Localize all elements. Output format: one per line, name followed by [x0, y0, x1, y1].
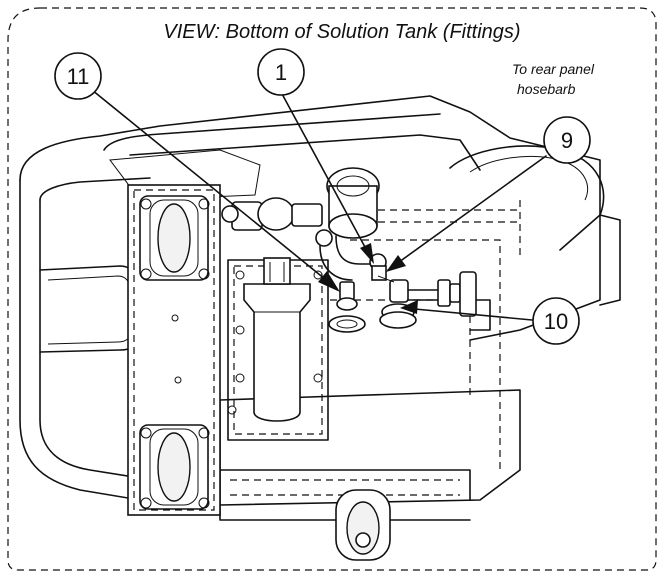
- callout-1-arrowhead: [360, 243, 374, 264]
- note-line-1: To rear panel: [512, 61, 595, 77]
- note-line-2: hosebarb: [517, 81, 576, 97]
- callout-1-number: 1: [275, 60, 287, 85]
- rear-caster: [335, 489, 391, 561]
- callout-leaders: [91, 89, 547, 321]
- callout-9-number: 9: [561, 128, 573, 153]
- callout-10-arrowhead: [400, 300, 418, 314]
- callout-10-number: 10: [544, 309, 568, 334]
- caster-plate: [127, 184, 221, 516]
- callout-9-arrowhead: [386, 255, 406, 272]
- callout-10: 10: [532, 297, 580, 345]
- tank-body: [19, 95, 621, 521]
- view-title: VIEW: Bottom of Solution Tank (Fittings): [163, 21, 520, 43]
- callout-11-arrowhead: [318, 271, 340, 292]
- tank-wall-outline: [330, 200, 521, 470]
- callout-1: 1: [257, 48, 305, 96]
- callout-9: 9: [543, 116, 591, 164]
- callout-11-number: 11: [67, 64, 90, 89]
- pump-bracket: [227, 257, 329, 441]
- callout-11: 11: [54, 52, 102, 100]
- view-boundary: [7, 7, 657, 571]
